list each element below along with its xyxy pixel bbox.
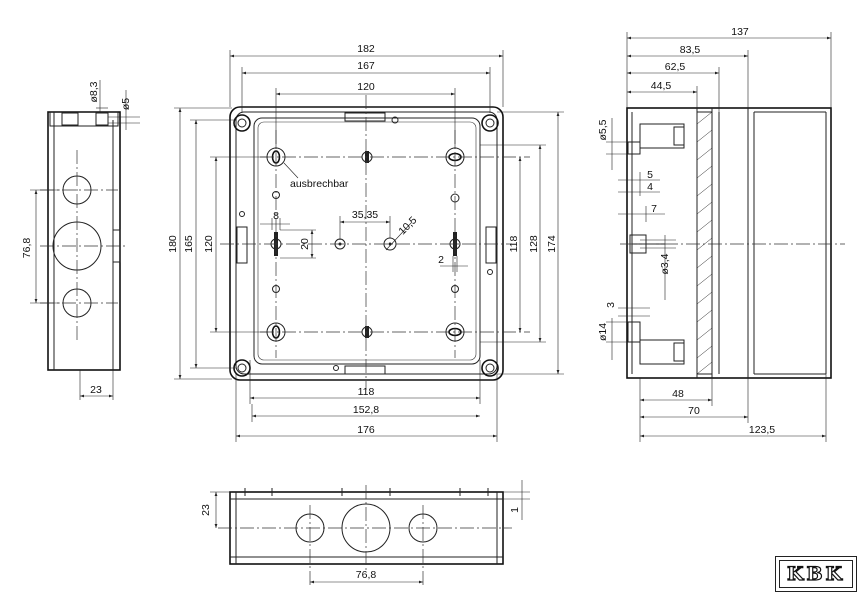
dim-bottom-23: 23 [200, 504, 212, 516]
dim-height-left-mid: 165 [183, 235, 195, 253]
dim-right-dia14: ø14 [597, 323, 609, 341]
mounting-slots [266, 147, 465, 342]
dim-right-625: 62,5 [665, 61, 686, 73]
dim-right-835: 83,5 [680, 44, 701, 56]
dim-bottom-768: 76,8 [356, 569, 377, 581]
edge-tabs [236, 112, 497, 375]
dim-side-hole-spacing: 76,8 [21, 238, 33, 259]
dim-top-width-outer: 182 [357, 43, 375, 55]
dim-gap-2: 2 [438, 254, 444, 266]
dim-right-dia34: ø3,4 [659, 253, 671, 274]
dim-side-dia-83: ø8,3 [88, 81, 100, 102]
section-hatch [696, 111, 713, 375]
dim-gap-20: 20 [299, 238, 311, 250]
dim-pitch-35: 35,35 [352, 209, 378, 221]
kbk-logo-text: KBK [786, 562, 846, 585]
dim-height-left-inner: 120 [203, 235, 215, 253]
dim-right-137: 137 [731, 26, 749, 38]
dim-top-width-inner: 120 [357, 81, 375, 93]
dim-top-width-mid: 167 [357, 60, 375, 72]
label-knockout: ausbrechbar [290, 178, 349, 190]
corner-screws [233, 114, 499, 377]
dim-right-dia55: ø5,5 [597, 119, 609, 140]
dim-right-70: 70 [688, 405, 700, 417]
front-view: 182 167 120 118 152,8 176 180 165 120 11… [167, 43, 564, 442]
dim-height-right-outer: 174 [546, 235, 558, 253]
dim-height-right-inner: 118 [508, 235, 520, 252]
dim-right-5: 5 [647, 169, 653, 181]
dim-side-dia-5: ø5 [120, 98, 132, 110]
dim-dia-10: 10,5 [396, 214, 419, 237]
dim-height-left-outer: 180 [167, 235, 179, 253]
dim-gap-8: 8 [273, 210, 279, 222]
dim-bottom-width-mid: 152,8 [353, 404, 379, 416]
dim-right-445: 44,5 [651, 80, 672, 92]
left-side-view: 76,8 23 ø8,3 ø5 [21, 80, 140, 400]
dim-side-depth: 23 [90, 384, 102, 396]
dim-right-48: 48 [672, 388, 684, 400]
right-section-view: 137 83,5 62,5 44,5 ø5,5 5 4 7 ø3,4 3 ø14 [597, 26, 845, 442]
kbk-logo-inner: KBK [779, 560, 853, 588]
kbk-logo: KBK [775, 556, 857, 592]
dim-right-1235: 123,5 [749, 424, 775, 436]
dim-bottom-width-inner: 118 [358, 386, 375, 398]
dim-right-3: 3 [605, 302, 617, 308]
dim-right-4: 4 [647, 181, 653, 193]
dim-height-right-mid: 128 [528, 235, 540, 253]
bottom-view: 23 1 76,8 [200, 480, 530, 585]
dim-bottom-width-outer: 176 [357, 424, 375, 436]
dim-right-7: 7 [651, 203, 657, 215]
dim-bottom-1: 1 [509, 507, 521, 513]
